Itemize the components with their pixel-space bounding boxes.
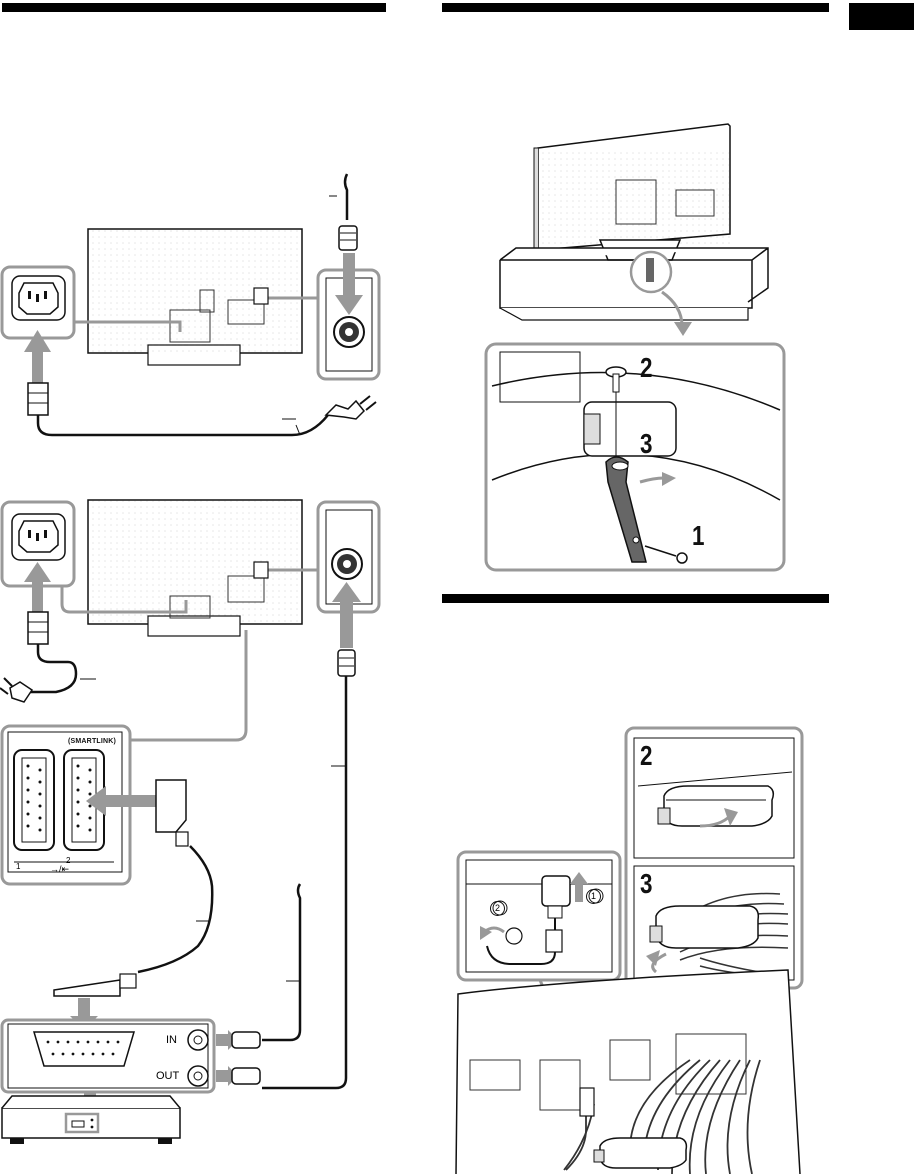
stand-step-2: 2 (640, 352, 652, 384)
diagram-vcr-connection (0, 500, 379, 1144)
diagram-cable-holder (456, 728, 802, 1174)
circle-step-1: 1 (586, 889, 601, 904)
diagram-stand-fixing (486, 124, 784, 570)
circle-step-2: 2 (490, 901, 505, 916)
stand-step-3: 3 (640, 428, 652, 460)
scart-symbol-label: →/⇤ (50, 864, 69, 875)
scart-1-label: 1 (16, 862, 20, 871)
stand-step-1: 1 (692, 520, 704, 552)
out-label: OUT (156, 1070, 179, 1082)
clip-step-2: 2 (640, 740, 652, 772)
smartlink-label: (SMARTLINK) (68, 738, 116, 745)
diagram-antenna-connection (2, 174, 379, 435)
in-label: IN (166, 1034, 177, 1046)
clip-step-3: 3 (640, 868, 652, 900)
circle-step-1-text: 1 (591, 891, 596, 901)
circle-step-2-text: 2 (495, 903, 500, 913)
